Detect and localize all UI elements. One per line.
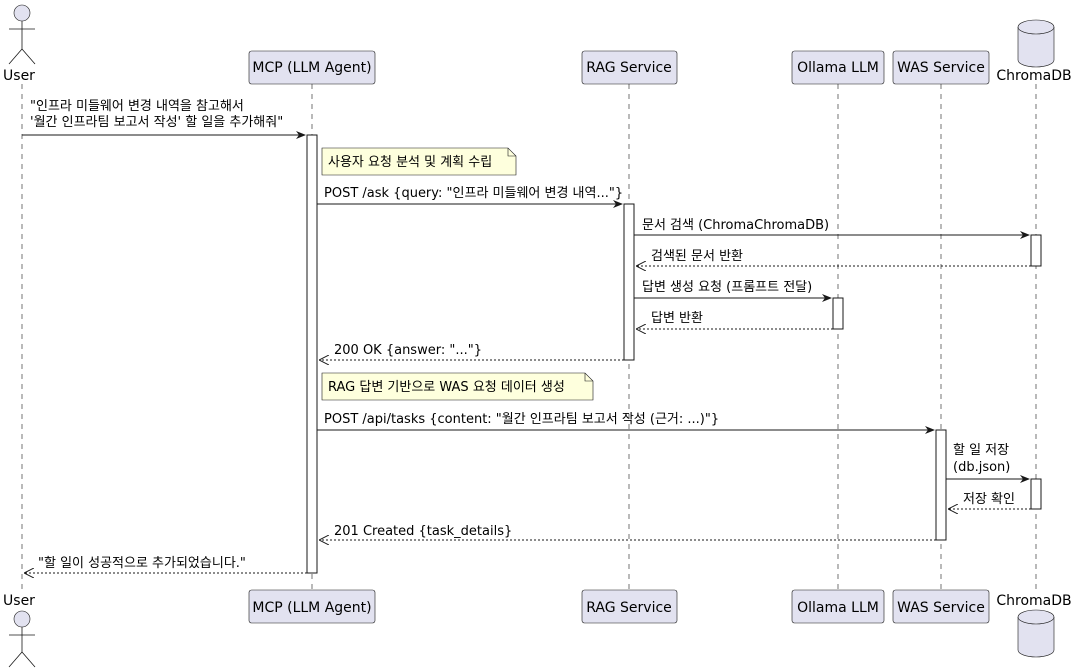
participant-chromadb-bottom: ChromaDB — [996, 593, 1072, 658]
participant-ollama-bottom: Ollama LLM — [791, 589, 885, 624]
activation-chromadb-2 — [1030, 478, 1042, 510]
lifelines — [21, 84, 1037, 590]
message-200-ok: 200 OK {answer: "..."} — [319, 343, 624, 360]
participant-label-mcp: MCP (LLM Agent) — [252, 60, 371, 76]
activation-chromadb-1 — [1030, 234, 1042, 267]
participant-label-user: User — [3, 68, 35, 84]
message-post-tasks: POST /api/tasks {content: "월간 인프라팀 보고서 작… — [317, 412, 935, 434]
participant-label-ollama: Ollama LLM — [797, 60, 879, 76]
message-label: 검색된 문서 반환 — [651, 249, 743, 264]
message-label: 200 OK {answer: "..."} — [334, 343, 482, 358]
user-figure-icon — [8, 610, 36, 668]
user-figure-icon — [8, 4, 36, 65]
participant-label-chromadb: ChromaDB — [996, 593, 1071, 609]
participant-label-was: WAS Service — [897, 60, 985, 76]
actor-user-bottom: User — [3, 593, 36, 668]
activation-was — [935, 429, 947, 541]
message-doc-return: 검색된 문서 반환 — [636, 249, 1031, 266]
message-label: 할 일 저장 — [953, 443, 1009, 458]
participant-was-bottom: WAS Service — [892, 589, 990, 624]
message-generate-request: 답변 생성 요청 (프롬프트 전달) — [634, 280, 832, 302]
message-label: 201 Created {task_details} — [334, 524, 512, 539]
message-answer-return: 답변 반환 — [636, 311, 833, 329]
participant-mcp-bottom: MCP (LLM Agent) — [248, 589, 376, 624]
participant-label-mcp: MCP (LLM Agent) — [252, 600, 371, 616]
participant-label-ollama: Ollama LLM — [797, 600, 879, 616]
message-label: '월간 인프라팀 보고서 작성' 할 일을 추가해줘" — [30, 115, 283, 130]
participant-rag-top: RAG Service — [581, 50, 678, 85]
database-icon — [1017, 609, 1055, 658]
participant-ollama-top: Ollama LLM — [791, 50, 885, 85]
message-label: POST /ask {query: "인프라 미들웨어 변경 내역..."} — [324, 186, 623, 201]
message-doc-search: 문서 검색 (ChromaChromaDB) — [634, 218, 1030, 239]
message-label: 문서 검색 (ChromaChromaDB) — [642, 218, 829, 233]
message-label: 답변 반환 — [651, 311, 703, 326]
note-text: RAG 답변 기반으로 WAS 요청 데이터 생성 — [328, 380, 565, 395]
message-label: 저장 확인 — [963, 492, 1015, 507]
participant-label-user: User — [3, 593, 35, 609]
participant-rag-bottom: RAG Service — [581, 589, 678, 624]
database-icon — [1017, 19, 1055, 68]
participant-label-was: WAS Service — [897, 600, 985, 616]
participant-mcp-top: MCP (LLM Agent) — [248, 50, 376, 85]
message-save-confirm: 저장 확인 — [948, 492, 1031, 509]
message-label: "할 일이 성공적으로 추가되었습니다." — [38, 556, 246, 571]
message-201-created: 201 Created {task_details} — [319, 524, 936, 540]
activation-rag — [623, 203, 635, 361]
note-plan: 사용자 요청 분석 및 계획 수립 — [321, 147, 517, 176]
participant-label-rag: RAG Service — [586, 60, 672, 76]
activation-ollama — [832, 297, 844, 330]
participant-label-chromadb: ChromaDB — [996, 68, 1071, 84]
activation-mcp — [306, 134, 318, 574]
note-text: 사용자 요청 분석 및 계획 수립 — [328, 155, 492, 170]
participant-label-rag: RAG Service — [586, 600, 672, 616]
participant-chromadb-top: ChromaDB — [996, 19, 1072, 84]
message-user-request: "인프라 미들웨어 변경 내역을 참고해서 '월간 인프라팀 보고서 작성' 할… — [22, 99, 306, 139]
message-label: POST /api/tasks {content: "월간 인프라팀 보고서 작… — [324, 412, 719, 427]
message-post-ask: POST /ask {query: "인프라 미들웨어 변경 내역..."} — [317, 186, 623, 208]
message-label: "인프라 미들웨어 변경 내역을 참고해서 — [30, 99, 244, 114]
message-label: 답변 생성 요청 (프롬프트 전달) — [642, 280, 812, 295]
activations — [306, 134, 1042, 574]
participant-was-top: WAS Service — [892, 50, 990, 85]
message-save-task: 할 일 저장 (db.json) — [946, 443, 1030, 483]
note-was-data: RAG 답변 기반으로 WAS 요청 데이터 생성 — [321, 372, 594, 401]
message-label: (db.json) — [953, 460, 1010, 475]
actor-user-top: User — [3, 4, 36, 84]
message-success-reply: "할 일이 성공적으로 추가되었습니다." — [24, 556, 307, 573]
